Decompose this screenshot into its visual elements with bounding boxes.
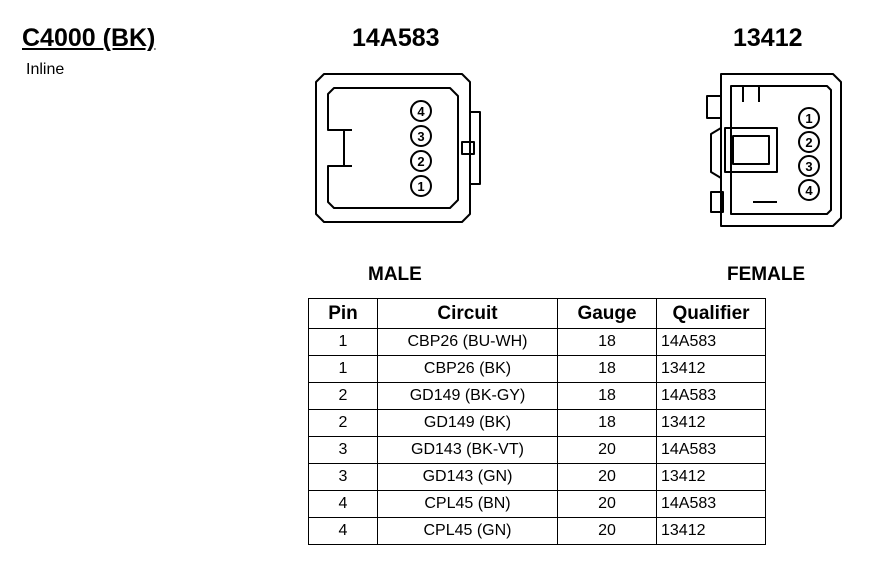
pin-circle xyxy=(798,107,820,129)
cell-gauge: 20 xyxy=(557,490,657,518)
table-header-row: Pin Circuit Gauge Qualifier xyxy=(308,298,766,329)
cell-circuit: GD143 (GN) xyxy=(377,463,558,491)
header-pin: Pin xyxy=(308,298,378,329)
connector-subtitle: Inline xyxy=(26,61,65,78)
pin-number: 1 xyxy=(417,179,424,194)
cell-gauge: 20 xyxy=(557,517,657,545)
cell-pin: 2 xyxy=(308,409,378,437)
cell-gauge: 18 xyxy=(557,382,657,410)
pin-number: 3 xyxy=(805,159,812,174)
male-label: MALE xyxy=(368,264,422,285)
female-pin-1: 1 xyxy=(798,107,820,129)
header-qualifier: Qualifier xyxy=(656,298,766,329)
cell-pin: 3 xyxy=(308,436,378,464)
pin-circle xyxy=(410,100,432,122)
cell-circuit: CPL45 (GN) xyxy=(377,517,558,545)
cell-pin: 1 xyxy=(308,355,378,383)
male-part-number: 14A583 xyxy=(352,24,440,52)
cell-gauge: 18 xyxy=(557,328,657,356)
pin-number: 4 xyxy=(417,104,425,119)
header-circuit: Circuit xyxy=(377,298,558,329)
cell-circuit: CPL45 (BN) xyxy=(377,490,558,518)
pin-number: 2 xyxy=(805,135,812,150)
pin-circle xyxy=(798,155,820,177)
cell-qualifier: 13412 xyxy=(656,355,766,383)
cell-pin: 4 xyxy=(308,517,378,545)
male-pin-2: 2 xyxy=(410,150,432,172)
female-pin-2: 2 xyxy=(798,131,820,153)
male-pin-3: 3 xyxy=(410,125,432,147)
pin-circle xyxy=(410,125,432,147)
cell-circuit: GD149 (BK) xyxy=(377,409,558,437)
cell-qualifier: 13412 xyxy=(656,409,766,437)
cell-circuit: CBP26 (BK) xyxy=(377,355,558,383)
female-connector-diagram: 1 2 3 4 xyxy=(706,73,842,227)
pin-circle xyxy=(798,131,820,153)
female-pin-group: 1 2 3 4 xyxy=(798,107,820,201)
male-pin-group: 4 3 2 1 xyxy=(410,100,432,197)
cell-pin: 2 xyxy=(308,382,378,410)
male-pin-1: 1 xyxy=(410,175,432,197)
pin-circle xyxy=(410,175,432,197)
female-label: FEMALE xyxy=(727,264,806,285)
pin-number: 1 xyxy=(805,111,812,126)
female-part-number: 13412 xyxy=(733,24,803,52)
pin-number: 4 xyxy=(805,183,813,198)
male-pin-4: 4 xyxy=(410,100,432,122)
cell-qualifier: 13412 xyxy=(656,517,766,545)
female-pin-4: 4 xyxy=(798,179,820,201)
cell-pin: 1 xyxy=(308,328,378,356)
cell-circuit: CBP26 (BU-WH) xyxy=(377,328,558,356)
cell-qualifier: 14A583 xyxy=(656,436,766,464)
cell-gauge: 18 xyxy=(557,409,657,437)
cell-qualifier: 14A583 xyxy=(656,490,766,518)
cell-gauge: 20 xyxy=(557,436,657,464)
cell-qualifier: 13412 xyxy=(656,463,766,491)
female-pin-3: 3 xyxy=(798,155,820,177)
cell-qualifier: 14A583 xyxy=(656,328,766,356)
cell-qualifier: 14A583 xyxy=(656,382,766,410)
cell-pin: 4 xyxy=(308,490,378,518)
pin-circle xyxy=(410,150,432,172)
connector-title: C4000 (BK) xyxy=(22,24,156,52)
pin-circle xyxy=(798,179,820,201)
cell-gauge: 18 xyxy=(557,355,657,383)
cell-gauge: 20 xyxy=(557,463,657,491)
male-connector-diagram: 4 3 2 1 xyxy=(315,73,481,223)
header-gauge: Gauge xyxy=(557,298,657,329)
pin-number: 2 xyxy=(417,154,424,169)
cell-circuit: GD143 (BK-VT) xyxy=(377,436,558,464)
pin-number: 3 xyxy=(417,129,424,144)
cell-pin: 3 xyxy=(308,463,378,491)
cell-circuit: GD149 (BK-GY) xyxy=(377,382,558,410)
